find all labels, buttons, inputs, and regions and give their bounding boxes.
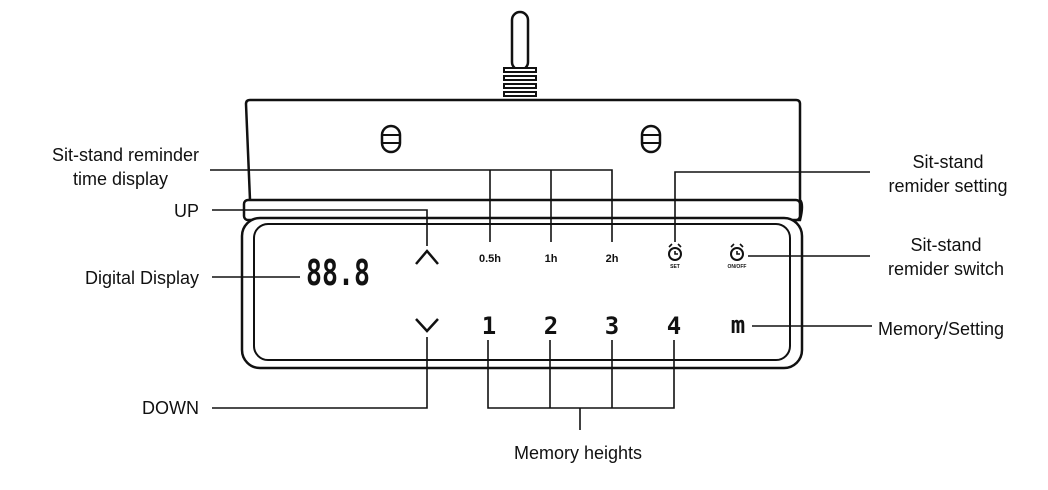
label-reminder-setting-line1: Sit-stand bbox=[912, 152, 983, 172]
memory-setting-key[interactable]: m bbox=[731, 311, 745, 339]
label-reminder-time-line2: time display bbox=[73, 169, 168, 189]
label-digital-display: Digital Display bbox=[85, 268, 199, 288]
set-caption: SET bbox=[670, 264, 680, 270]
screw-icon bbox=[640, 124, 662, 154]
reminder-setting-button[interactable]: SET bbox=[668, 243, 682, 270]
screw-icon bbox=[380, 124, 402, 154]
memory-key-4[interactable]: 4 bbox=[667, 312, 681, 340]
label-memory-heights: Memory heights bbox=[514, 443, 642, 463]
cable bbox=[503, 10, 537, 105]
alarm-clock-icon bbox=[730, 243, 744, 261]
onoff-caption: ON/OFF bbox=[728, 264, 747, 270]
time-option-1h[interactable]: 1h bbox=[545, 253, 558, 265]
alarm-clock-icon bbox=[668, 243, 682, 261]
label-reminder-setting-line2: remider setting bbox=[888, 176, 1007, 196]
up-button[interactable] bbox=[415, 249, 439, 265]
memory-key-3[interactable]: 3 bbox=[605, 312, 619, 340]
memory-key-1[interactable]: 1 bbox=[482, 312, 496, 340]
down-button[interactable] bbox=[415, 318, 439, 333]
label-reminder-switch-line1: Sit-stand bbox=[910, 235, 981, 255]
label-down: DOWN bbox=[142, 398, 199, 418]
label-memory-setting: Memory/Setting bbox=[878, 319, 1004, 339]
label-up: UP bbox=[174, 201, 199, 221]
time-option-0-5h[interactable]: 0.5h bbox=[479, 253, 501, 265]
time-option-2h[interactable]: 2h bbox=[606, 253, 619, 265]
memory-key-2[interactable]: 2 bbox=[544, 312, 558, 340]
leader-lines bbox=[210, 169, 872, 430]
label-reminder-time-line1: Sit-stand reminder bbox=[52, 145, 199, 165]
reminder-switch-button[interactable]: ON/OFF bbox=[728, 243, 747, 270]
label-reminder-switch-line2: remider switch bbox=[888, 259, 1004, 279]
digital-display-readout: 88.8 bbox=[306, 253, 370, 294]
housing bbox=[240, 98, 804, 370]
